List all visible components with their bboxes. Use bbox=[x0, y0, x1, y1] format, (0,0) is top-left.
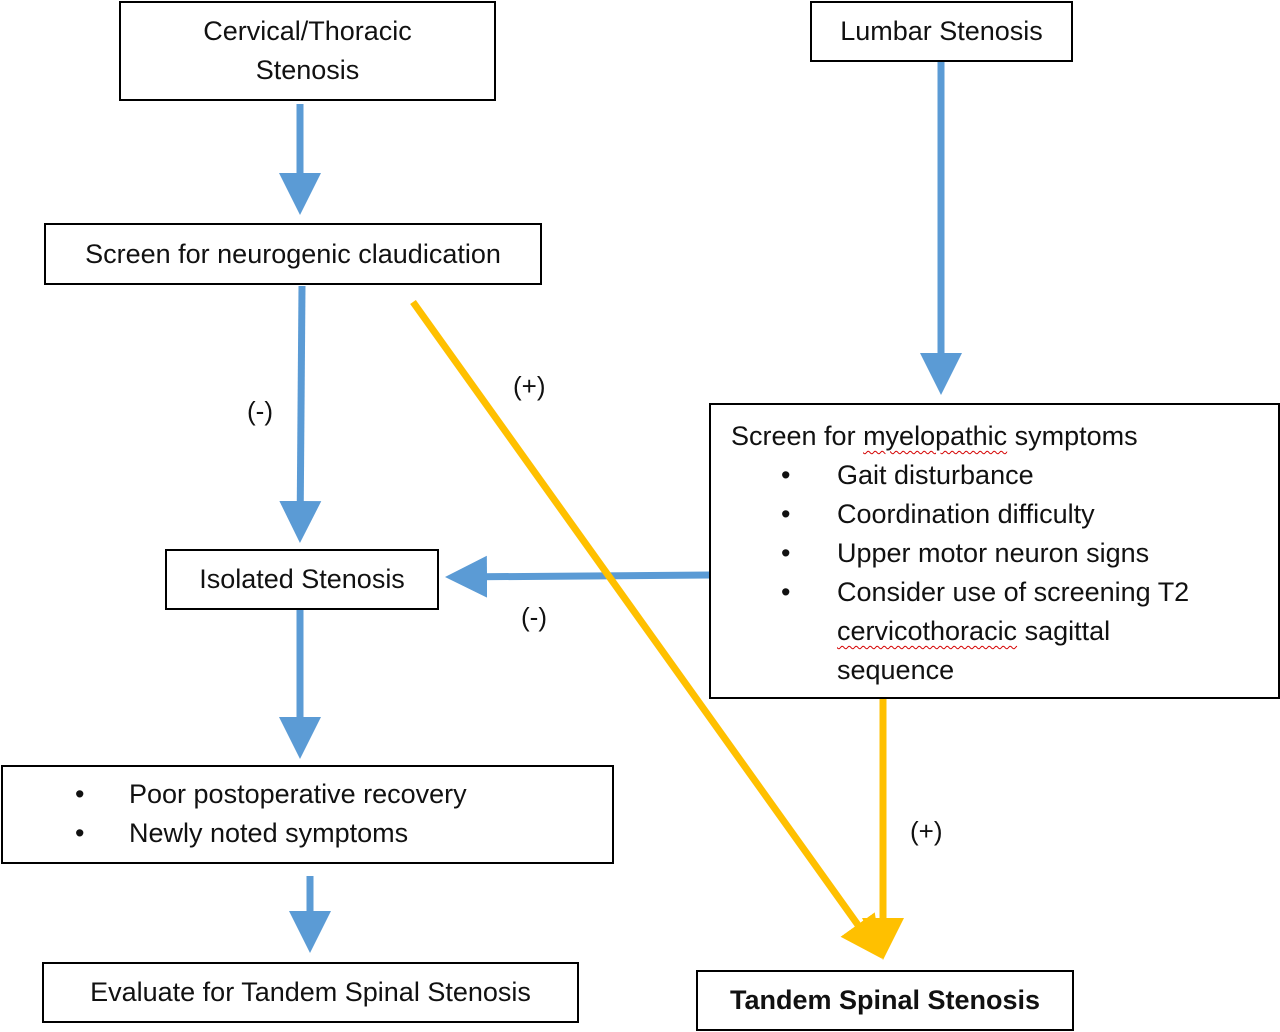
list-item: • Consider use of screening T2 cervicoth… bbox=[781, 577, 1190, 685]
cervical-thoracic-line1: Cervical/Thoracic bbox=[203, 16, 412, 46]
list-item: •Newly noted symptoms bbox=[75, 818, 409, 848]
isolated-stenosis-box: Isolated Stenosis bbox=[165, 549, 439, 610]
list-item: •Upper motor neuron signs bbox=[781, 538, 1150, 568]
edge-label-myelo-positive: (+) bbox=[910, 816, 943, 846]
tandem-spinal-stenosis-box: Tandem Spinal Stenosis bbox=[696, 970, 1074, 1031]
list-item: •Gait disturbance bbox=[781, 460, 1034, 490]
postop-symptoms-box: •Poor postoperative recovery •Newly note… bbox=[1, 765, 614, 864]
list-item: •Coordination difficulty bbox=[781, 499, 1095, 529]
screen-myelopathic-symptoms-box: Screen for myelopathic symptoms •Gait di… bbox=[709, 403, 1280, 699]
screen-neurogenic-claudication-label: Screen for neurogenic claudication bbox=[85, 238, 501, 269]
isolated-stenosis-label: Isolated Stenosis bbox=[199, 564, 405, 594]
list-item: •Poor postoperative recovery bbox=[75, 779, 467, 809]
cervical-thoracic-stenosis-box: Cervical/Thoracic Stenosis bbox=[119, 1, 496, 101]
edge-label-neuro-negative: (-) bbox=[247, 396, 273, 426]
arrow-myelo-to-isolated bbox=[445, 555, 711, 598]
screen-myelopathic-title: Screen for myelopathic symptoms bbox=[731, 421, 1138, 451]
postop-symptom-list: •Poor postoperative recovery •Newly note… bbox=[3, 775, 612, 853]
evaluate-tandem-label: Evaluate for Tandem Spinal Stenosis bbox=[90, 977, 531, 1007]
tandem-spinal-stenosis-label: Tandem Spinal Stenosis bbox=[729, 985, 1041, 1015]
arrow-neuro-to-isolated bbox=[279, 285, 322, 543]
edge-label-myelo-negative: (-) bbox=[521, 602, 547, 632]
myelopathic-word: myelopathic bbox=[863, 421, 1008, 451]
arrow-neuro-to-tandem bbox=[410, 299, 883, 959]
edge-label-neuro-positive: (+) bbox=[513, 371, 546, 401]
myelopathic-symptom-list: •Gait disturbance •Coordination difficul… bbox=[711, 456, 1278, 690]
cervical-thoracic-line2: Stenosis bbox=[255, 55, 360, 85]
screen-neurogenic-claudication-box: Screen for neurogenic claudication bbox=[44, 223, 542, 285]
cervicothoracic-word: cervicothoracic bbox=[837, 616, 1018, 646]
evaluate-tandem-box: Evaluate for Tandem Spinal Stenosis bbox=[42, 962, 579, 1023]
lumbar-stenosis-label: Lumbar Stenosis bbox=[840, 16, 1043, 46]
lumbar-stenosis-box: Lumbar Stenosis bbox=[810, 1, 1073, 62]
